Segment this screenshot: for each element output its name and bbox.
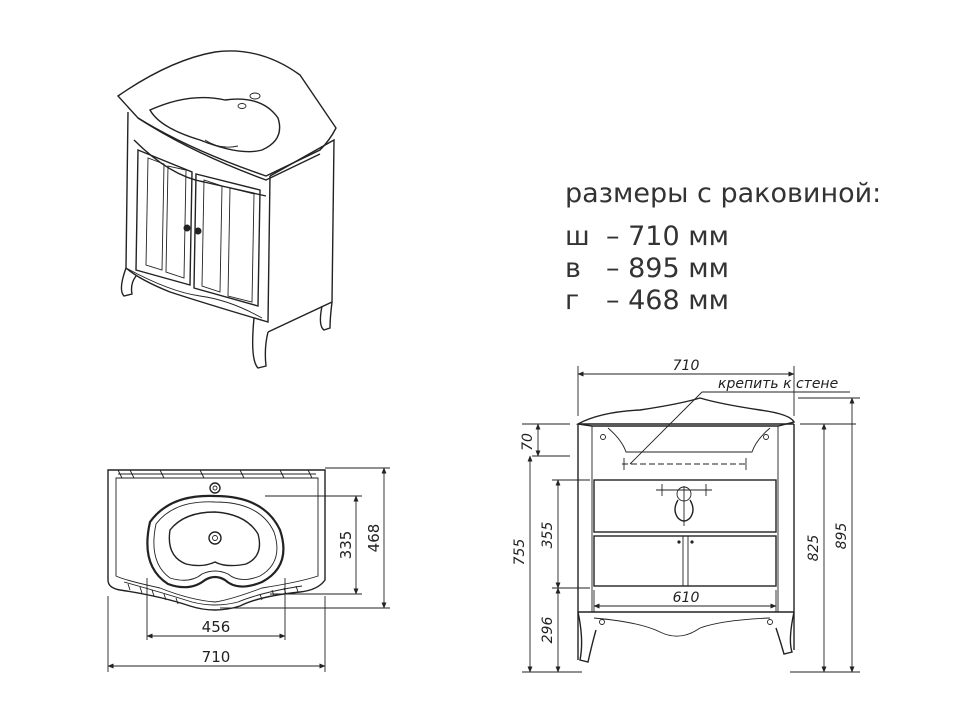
- dim-front-width: 710: [673, 358, 700, 374]
- spec-row-depth-key: г: [565, 285, 579, 316]
- dim-body-height: 755: [512, 539, 528, 566]
- spec-row-height-value: – 895 мм: [606, 253, 729, 284]
- spec-row-depth-value: – 468 мм: [606, 285, 729, 316]
- spec-row-height-key: в: [565, 253, 581, 284]
- dim-top-width: 710: [202, 648, 231, 666]
- siphon-detail: [656, 484, 712, 526]
- dim-total-height: 895: [834, 523, 850, 550]
- front-view: крепить к стене 710: [512, 358, 860, 673]
- dim-shelf-height: 355: [540, 522, 556, 549]
- dim-bowl-depth: 335: [337, 531, 355, 560]
- top-view-back-hatch: [117, 469, 313, 479]
- spec-row-width-value: – 710 мм: [606, 221, 729, 252]
- dim-inner-width: 610: [673, 590, 700, 606]
- dim-total-depth: 468: [365, 524, 383, 553]
- dim-cabinet-height: 825: [806, 535, 822, 562]
- spec-row-width-key: ш: [565, 221, 590, 252]
- dim-bowl-width: 456: [202, 618, 231, 636]
- dim-leg-height: 296: [540, 617, 556, 644]
- top-view: 456 710 335 468: [107, 467, 390, 672]
- isometric-cabinet-view: [116, 50, 337, 369]
- note-wall-mount: крепить к стене: [718, 376, 838, 392]
- spec-heading: размеры с раковиной:: [565, 178, 881, 209]
- dim-top-thickness: 70: [520, 433, 536, 451]
- size-spec-block: размеры с раковиной: ш – 710 мм в – 895 …: [565, 178, 881, 316]
